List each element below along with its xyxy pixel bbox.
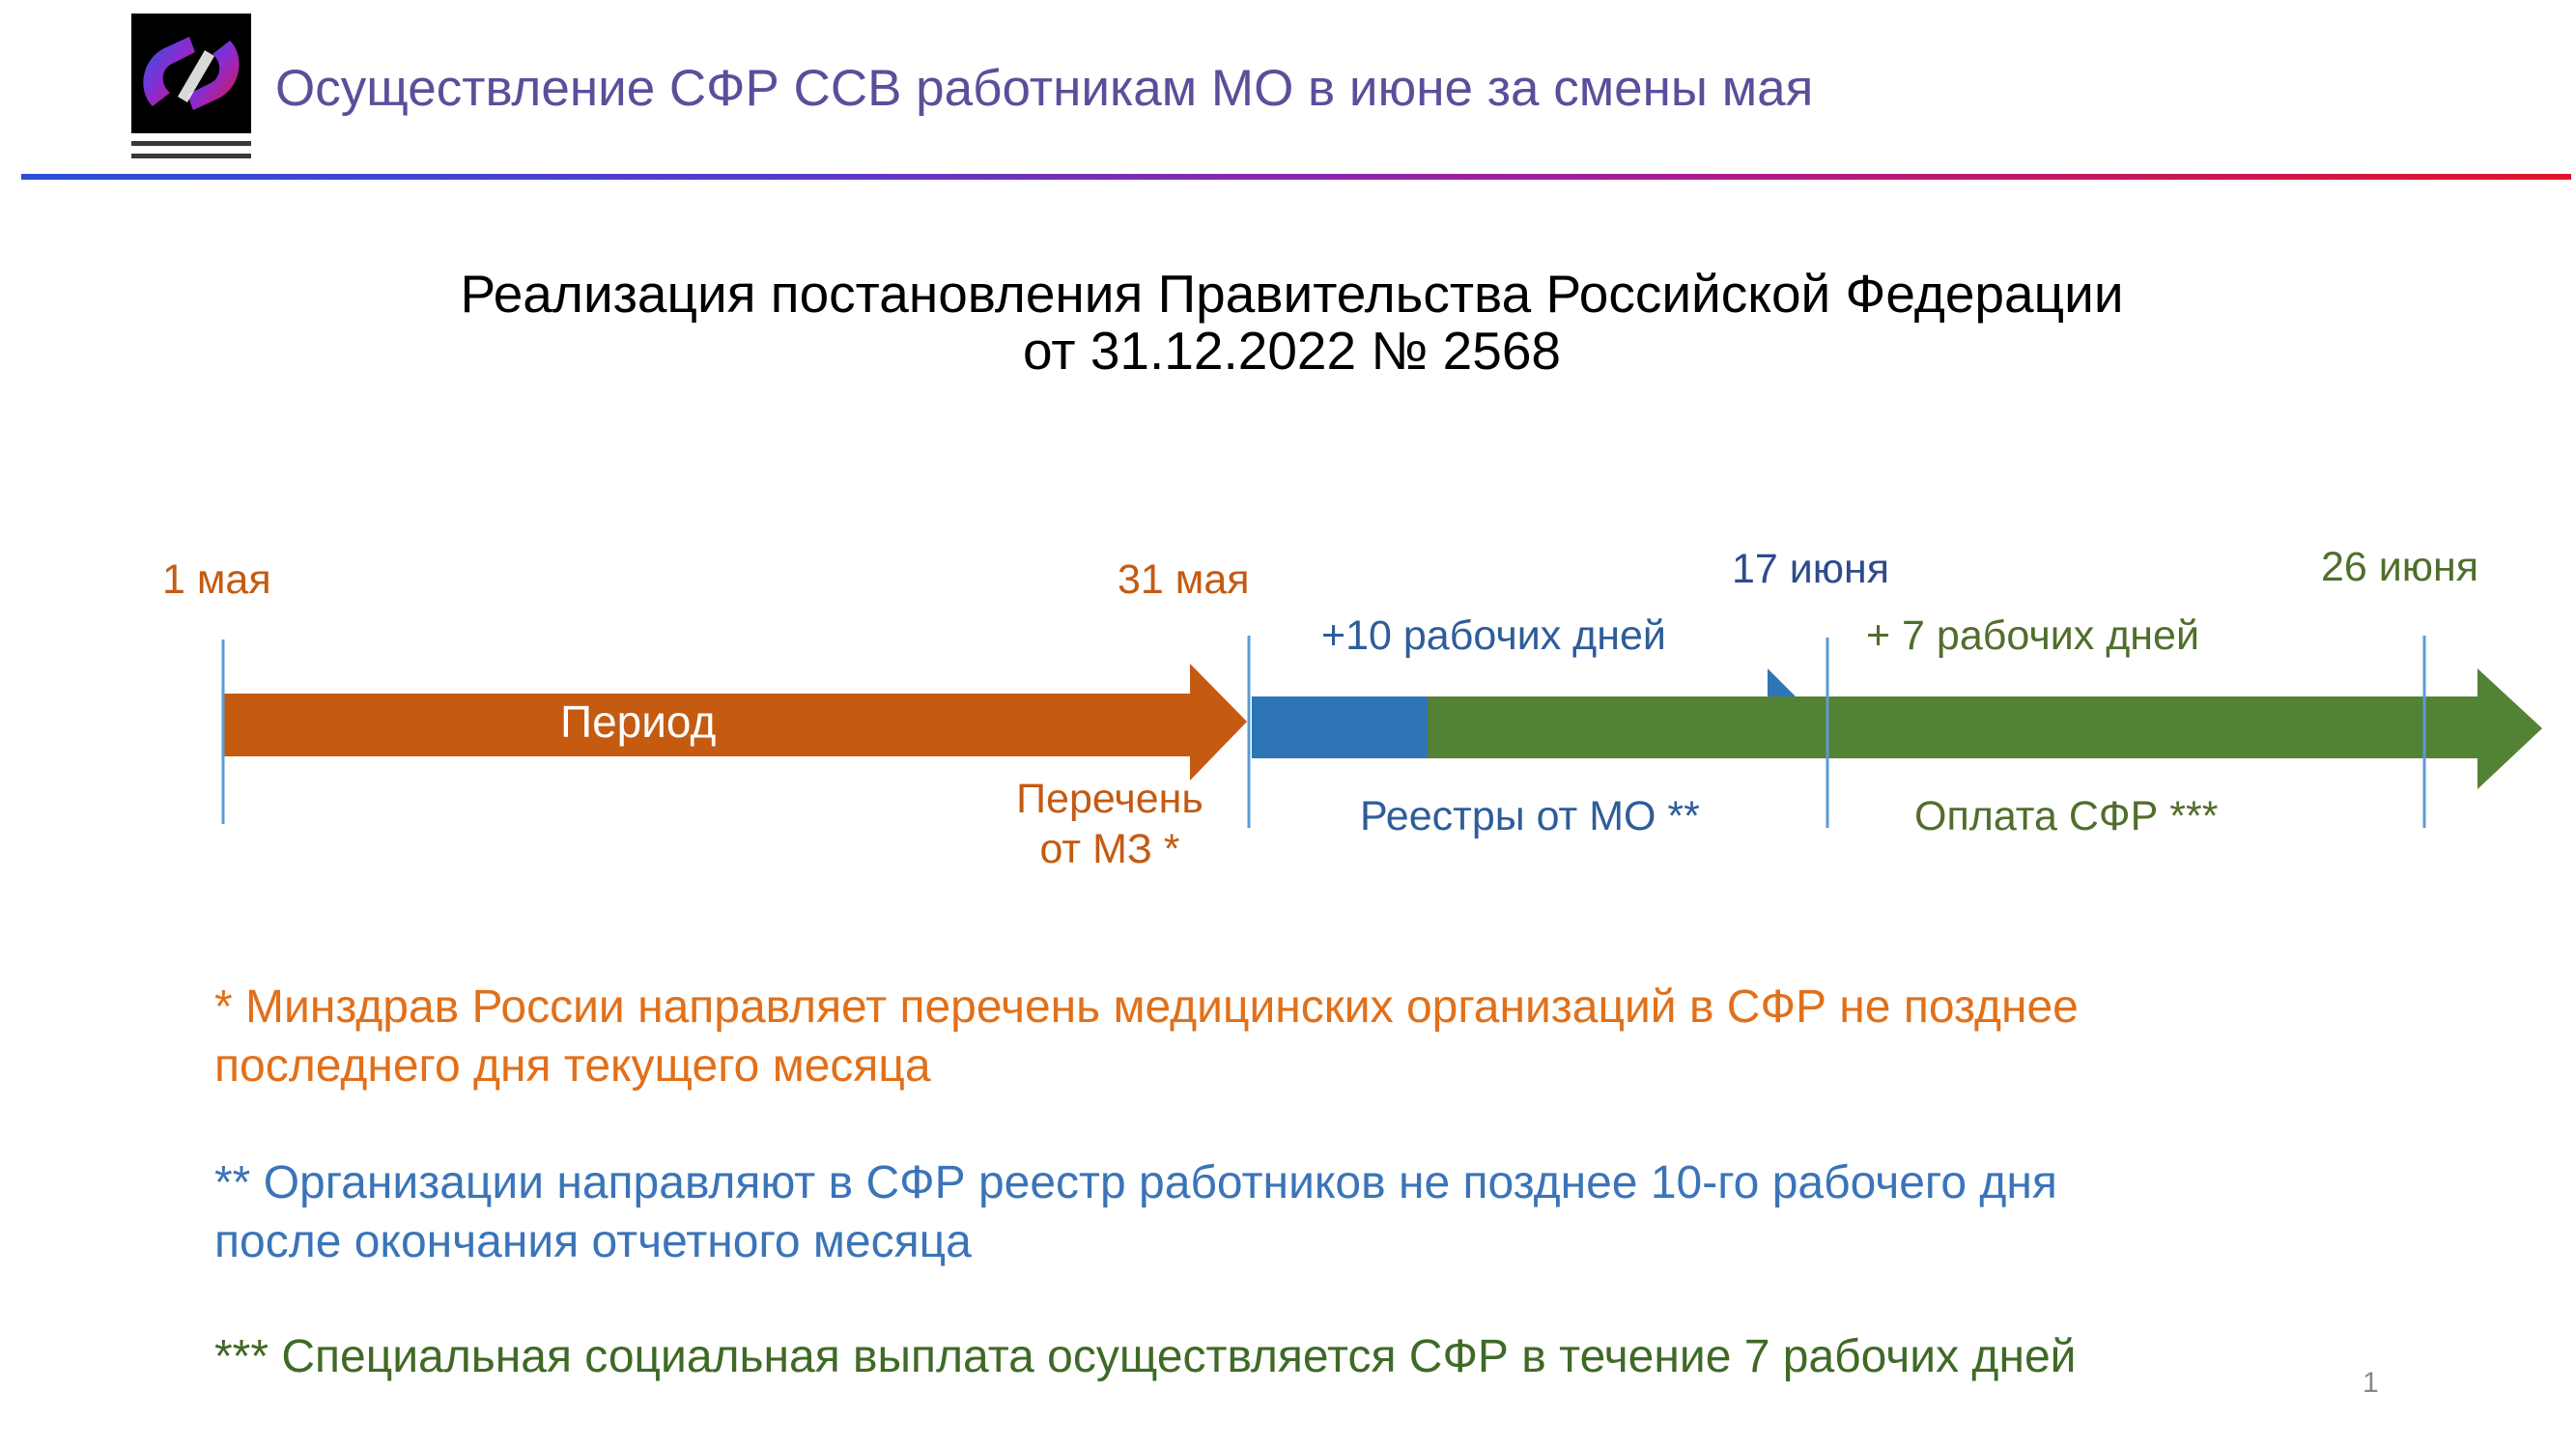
logo-caption [131, 141, 251, 158]
registers-blue-bar [1252, 696, 1428, 758]
plus-10-workdays-label: +10 рабочих дней [1321, 612, 1666, 659]
payment-sfr-label: Оплата СФР *** [1914, 793, 2219, 839]
subtitle-line-1: Реализация постановления Правительства Р… [460, 264, 2124, 324]
registers-from-mo-label: Реестры от МО ** [1360, 793, 1700, 839]
page-number: 1 [2363, 1367, 2379, 1399]
footnote-2-line-1: ** Организации направляют в СФР реестр р… [214, 1157, 2057, 1208]
list-from-mz-line-2: от МЗ * [1039, 825, 1180, 872]
period-label: Период [560, 696, 717, 747]
sfr-logo [131, 14, 251, 158]
footnote-1: * Минздрав России направляет перечень ме… [214, 979, 2079, 1096]
footnote-1-line-2: последнего дня текущего месяца [214, 1039, 931, 1092]
plus-7-workdays-label: + 7 рабочих дней [1866, 612, 2199, 659]
footnote-2: ** Организации направляют в СФР реестр р… [214, 1154, 2057, 1272]
date-may-1: 1 мая [162, 556, 271, 603]
date-june-17: 17 июня [1732, 546, 1890, 592]
timeline-shapes [221, 636, 2542, 828]
page-title: Осуществление СФР ССВ работникам МО в ию… [275, 60, 1814, 117]
list-from-mz-label: Перечень от МЗ * [1008, 775, 1211, 874]
footnote-2-line-2: после окончания отчетного месяца [214, 1215, 972, 1267]
footnote-1-line-1: * Минздрав России направляет перечень ме… [214, 981, 2079, 1033]
subtitle-line-2: от 31.12.2022 № 2568 [1022, 321, 1562, 382]
header-divider [21, 174, 2571, 180]
footnote-3: *** Специальная социальная выплата осуще… [214, 1328, 2076, 1387]
footnote-3-line-1: *** Специальная социальная выплата осуще… [214, 1331, 2077, 1382]
date-june-26: 26 июня [2321, 544, 2479, 590]
date-may-31: 31 мая [1118, 556, 1250, 603]
timeline-diagram: 1 мая 31 мая 17 июня 26 июня +10 рабочих… [0, 522, 2576, 908]
period-arrow [224, 664, 1247, 781]
subtitle: Реализация постановления Правительства Р… [0, 264, 2576, 382]
payment-arrow [1428, 668, 2542, 789]
list-from-mz-line-1: Перечень [1016, 776, 1203, 822]
